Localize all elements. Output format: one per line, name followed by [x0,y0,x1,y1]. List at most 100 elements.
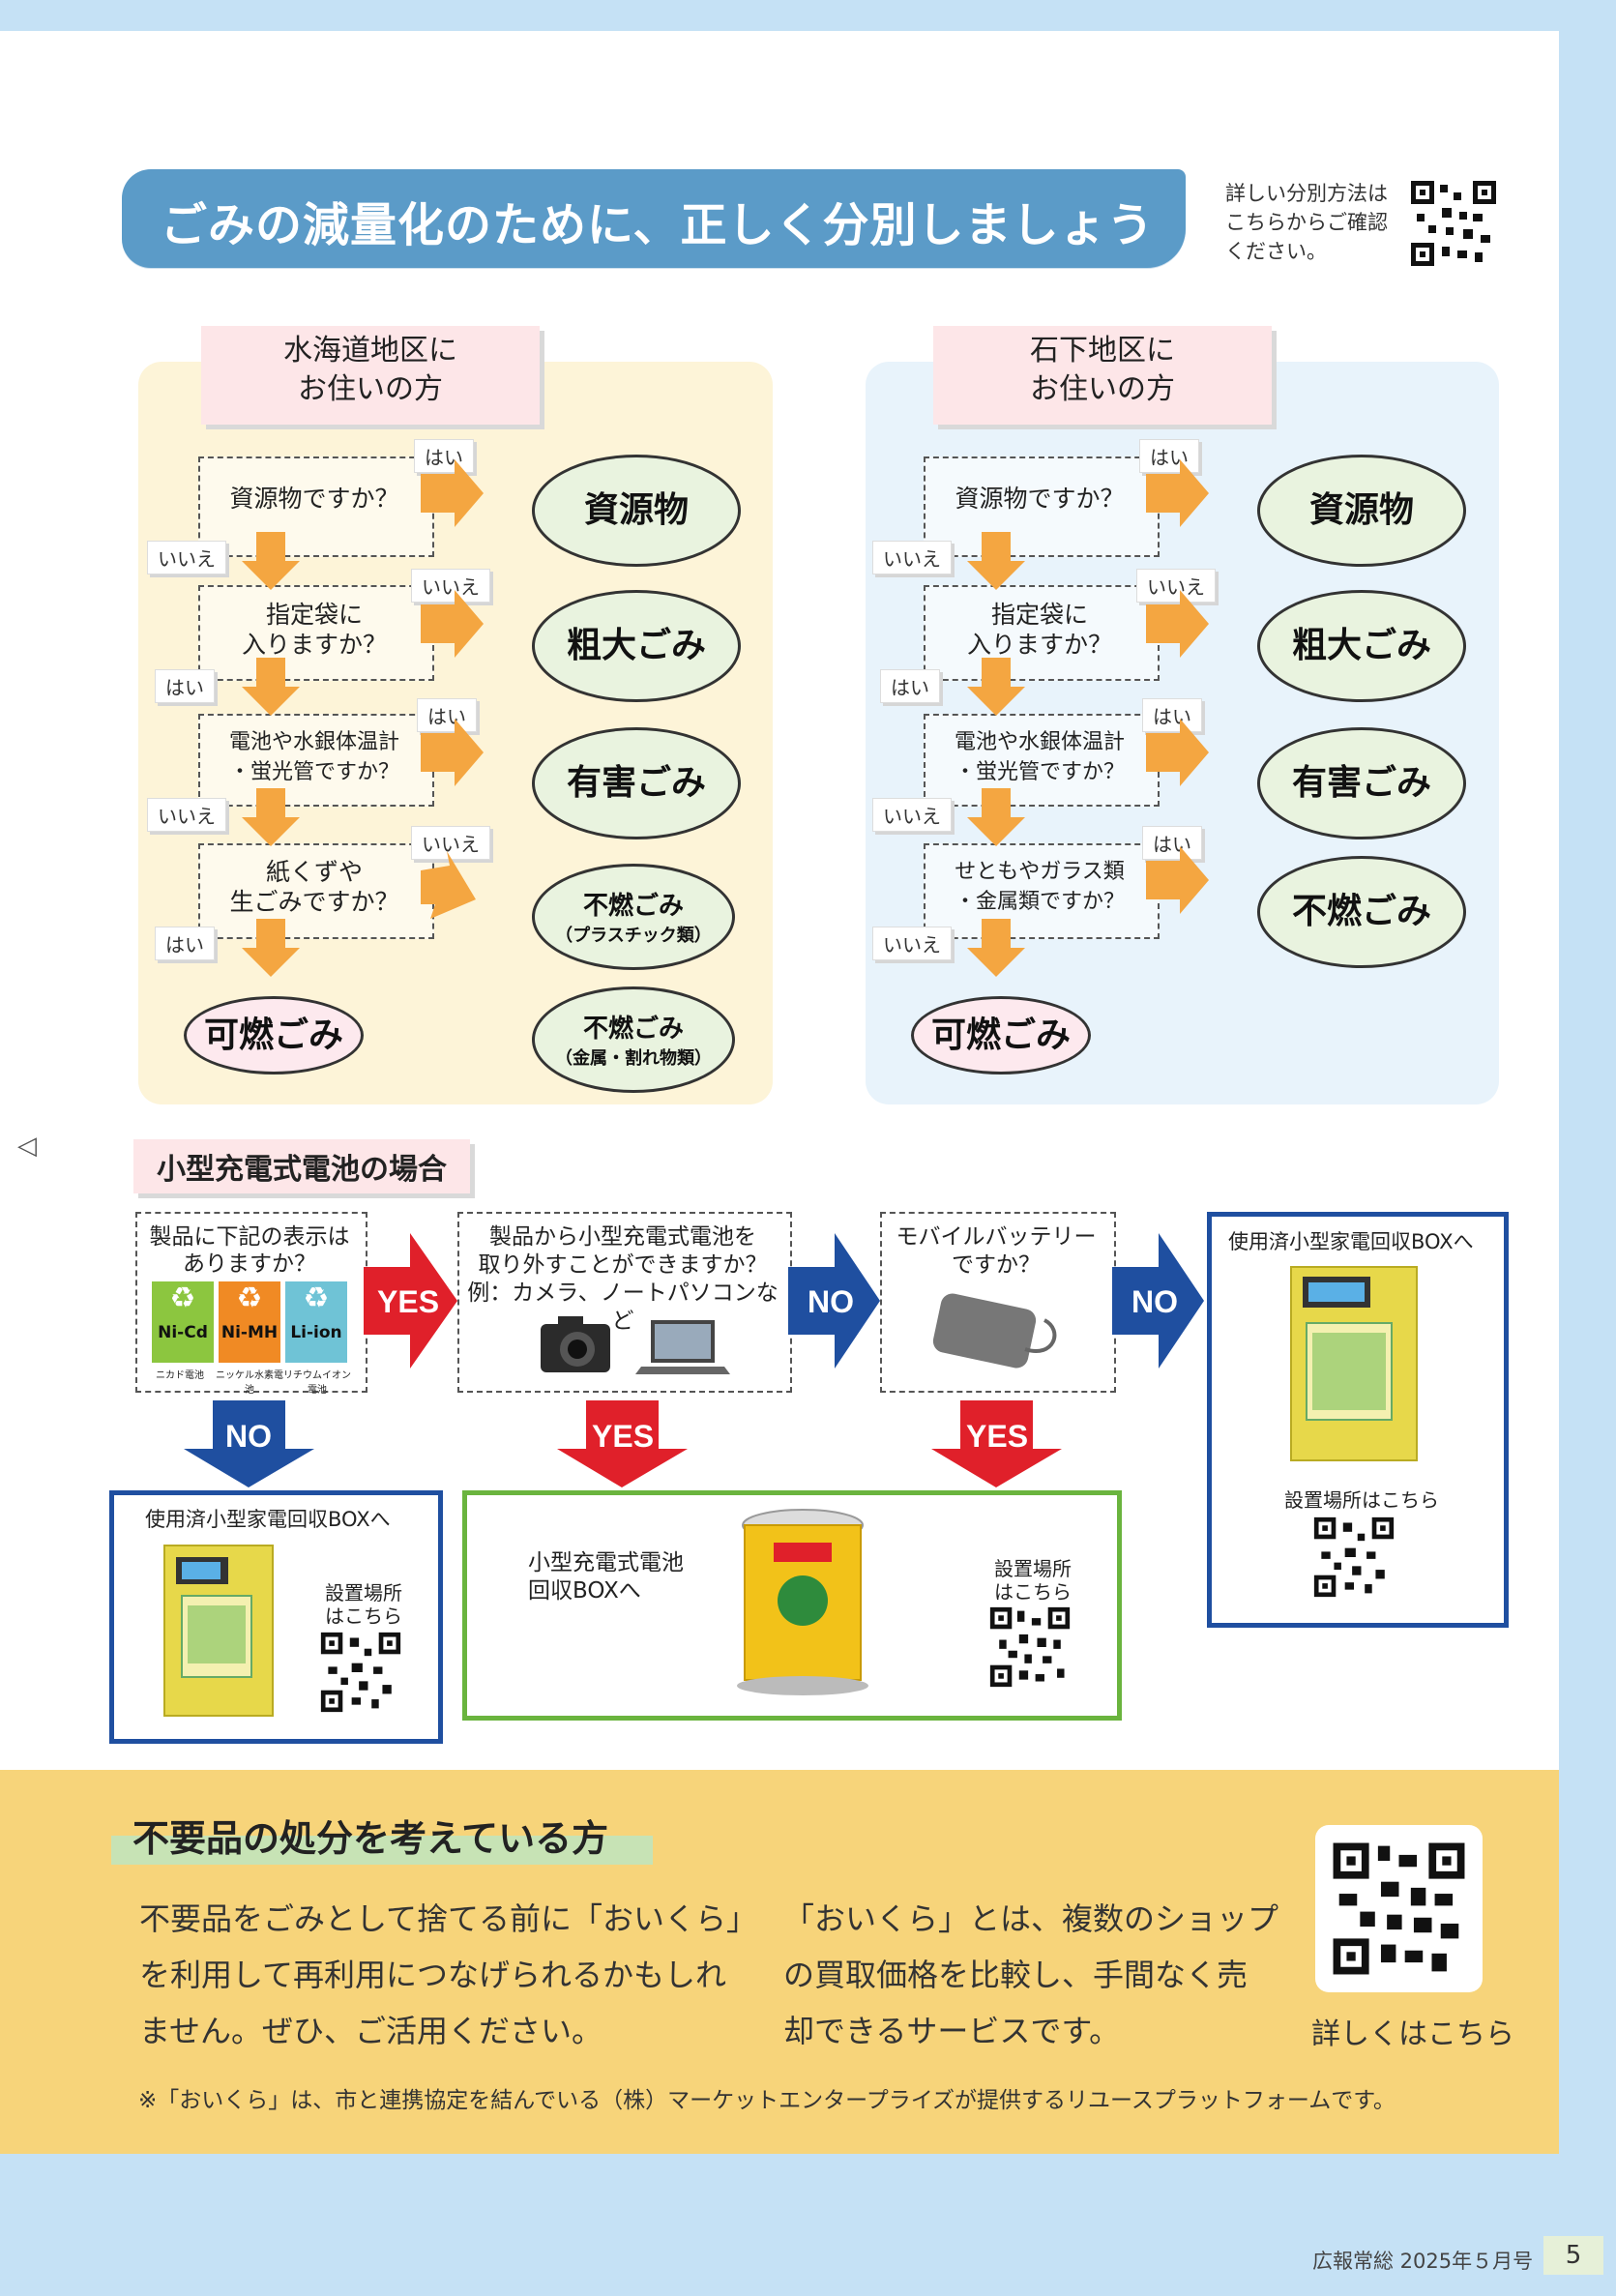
box-b-location-text: 設置場所 はこちら [994,1557,1072,1604]
text-line: せともやガラス類 [955,860,1125,884]
arrow-down-icon [967,919,1025,977]
qr-code-icon[interactable] [1312,1516,1396,1599]
arrow-down-icon [242,532,300,590]
mobile-battery-icon [932,1293,1057,1369]
qr-code-icon[interactable] [1315,1825,1483,1992]
yes-tag: はい [1142,826,1202,860]
arrow-label: NO [225,1419,272,1454]
final-result-burnable: 可燃ごみ [184,996,364,1074]
arrow-right-icon [1146,590,1209,658]
left-area-title-line: お住いの方 [298,372,443,406]
result-sublabel: （プラスチック類） [555,926,712,946]
battery-question-3-text: モバイルバッテリー ですか？ [880,1223,1112,1280]
result-cloud: 資源物 [1257,455,1466,567]
qr-code-icon[interactable] [319,1631,402,1714]
camera-icon [541,1316,610,1372]
mark-caption: ニカド電池 [156,1370,204,1381]
header-note-line: ください。 [1225,240,1327,263]
collection-box-b-title: 小型充電式電池 回収BOXへ [528,1549,684,1605]
text-line: 例：カメラ、ノートパソコンなど [467,1280,779,1334]
battery-question-1-text: 製品に下記の表示は ありますか？ [135,1223,364,1278]
recycle-mark-nicd: ♻ Ni-Cd [152,1281,214,1363]
text-line: 回収BOXへ [528,1578,641,1604]
battery-question-2-text: 製品から小型充電式電池を 取り外すことができますか？ 例：カメラ、ノートパソコン… [457,1223,788,1336]
battery-question-2 [457,1212,792,1393]
recycle-mark-liion: ♻ Li-ion [285,1281,347,1363]
recycle-icon: ♻ [303,1281,330,1315]
prev-page-icon[interactable]: ◁ [17,1132,37,1161]
text-line: ・金属類ですか？ [954,890,1125,914]
text-line: を利用して再利用につなげられるかもしれ [139,1957,727,1993]
publication-name: 広報常総 2025年５月号 [1312,2250,1534,2273]
right-question-1-text: 資源物ですか？ [955,485,1125,513]
text-line: 設置場所 [994,1557,1072,1580]
left-question-3-text: 電池や水銀体温計 ・蛍光管ですか？ [198,727,430,787]
right-question-1 [924,456,1160,557]
battery-section-title: 小型充電式電池の場合 [133,1139,470,1193]
box-a-location-text: 設置場所 はこちら [325,1581,402,1628]
mark-caption: リチウムイオン電池 [283,1370,351,1396]
text-line: ません。ぜひ、ご活用ください。 [139,2013,603,2049]
no-tag: いいえ [147,541,226,574]
result-label: 不燃ごみ [582,892,684,921]
mark-label: Li-ion [290,1323,342,1342]
result-cloud: 有害ごみ [532,727,741,839]
page-title: ごみの減量化のために、正しく分別しましょう [161,198,1155,252]
arrow-right-icon [421,459,484,527]
collection-box-a-title: 使用済小型家電回収BOXへ [145,1508,391,1531]
yes-tag: はい [880,669,940,703]
left-question-1 [198,456,434,557]
result-label: 不燃ごみ [582,1015,684,1044]
header-note-line: 詳しい分別方法は [1225,182,1388,205]
no-arrow-right: NO [788,1233,880,1369]
heading-highlight [111,1836,653,1865]
right-question-2-text: 指定袋に 入りますか？ [924,600,1156,660]
text-line: 製品に下記の表示は [149,1224,350,1250]
no-arrow-right: NO [1112,1233,1204,1369]
yes-tag: はい [1142,698,1202,732]
reuse-section-band [0,1770,1559,2154]
no-tag: いいえ [411,569,490,603]
text-line: ・蛍光管ですか？ [228,760,399,784]
text-line: はこちら [994,1580,1072,1604]
arrow-down-icon [967,658,1025,716]
right-area-title-line: お住いの方 [1030,372,1175,406]
result-label: 有害ごみ [1291,763,1431,803]
left-area-title-line: 水海道地区に [283,334,457,368]
qr-caption: 詳しくはこちら [1311,2017,1514,2051]
camera-laptop-illustration [541,1316,730,1374]
no-tag: いいえ [872,927,952,960]
text-line: 電池や水銀体温計 [954,730,1125,754]
left-arrows [242,459,484,977]
reuse-footnote: ※「おいくら」は、市と連携協定を結んでいる（株）マーケットエンタープライズが提供… [138,2088,1396,2113]
recycle-icon: ♻ [169,1281,196,1315]
qr-code-icon[interactable] [988,1605,1072,1689]
text-line: 指定袋に [990,601,1088,629]
text-line: 入りますか？ [966,631,1112,659]
result-cloud: 有害ごみ [1257,727,1466,839]
final-result-burnable: 可燃ごみ [911,996,1091,1074]
reuse-text-right: 「おいくら」とは、複数のショップ の買取価格を比較し、手間なく売 却できるサービ… [783,1891,1278,2059]
left-question-1-text: 資源物ですか？ [229,485,399,513]
right-question-2 [924,585,1160,681]
mark-caption: ニッケル水素電池 [216,1370,283,1396]
text-line: 指定袋に [265,601,363,629]
result-cloud: 不燃ごみ （プラスチック類） [532,864,735,970]
arrow-right-icon [421,590,484,658]
arrow-label: YES [966,1419,1028,1454]
text-line: 入りますか？ [241,631,387,659]
arrow-label: YES [592,1419,654,1454]
page-number: 5 [1543,2236,1603,2275]
left-question-4-text: 紙くずや 生ごみですか？ [198,857,430,917]
arrow-down-icon [242,919,300,977]
right-area-title: 石下地区に お住いの方 [933,326,1272,425]
arrow-right-icon [421,851,476,919]
qr-code-icon[interactable] [1409,179,1498,268]
text-line: 電池や水銀体温計 [228,730,399,754]
yes-tag: はい [155,927,215,960]
mark-label: Ni-MH [220,1323,279,1342]
no-tag: いいえ [872,541,952,574]
yes-tag: はい [417,698,477,732]
no-tag: いいえ [147,798,226,832]
text-line: 取り外すことができますか？ [478,1252,768,1278]
